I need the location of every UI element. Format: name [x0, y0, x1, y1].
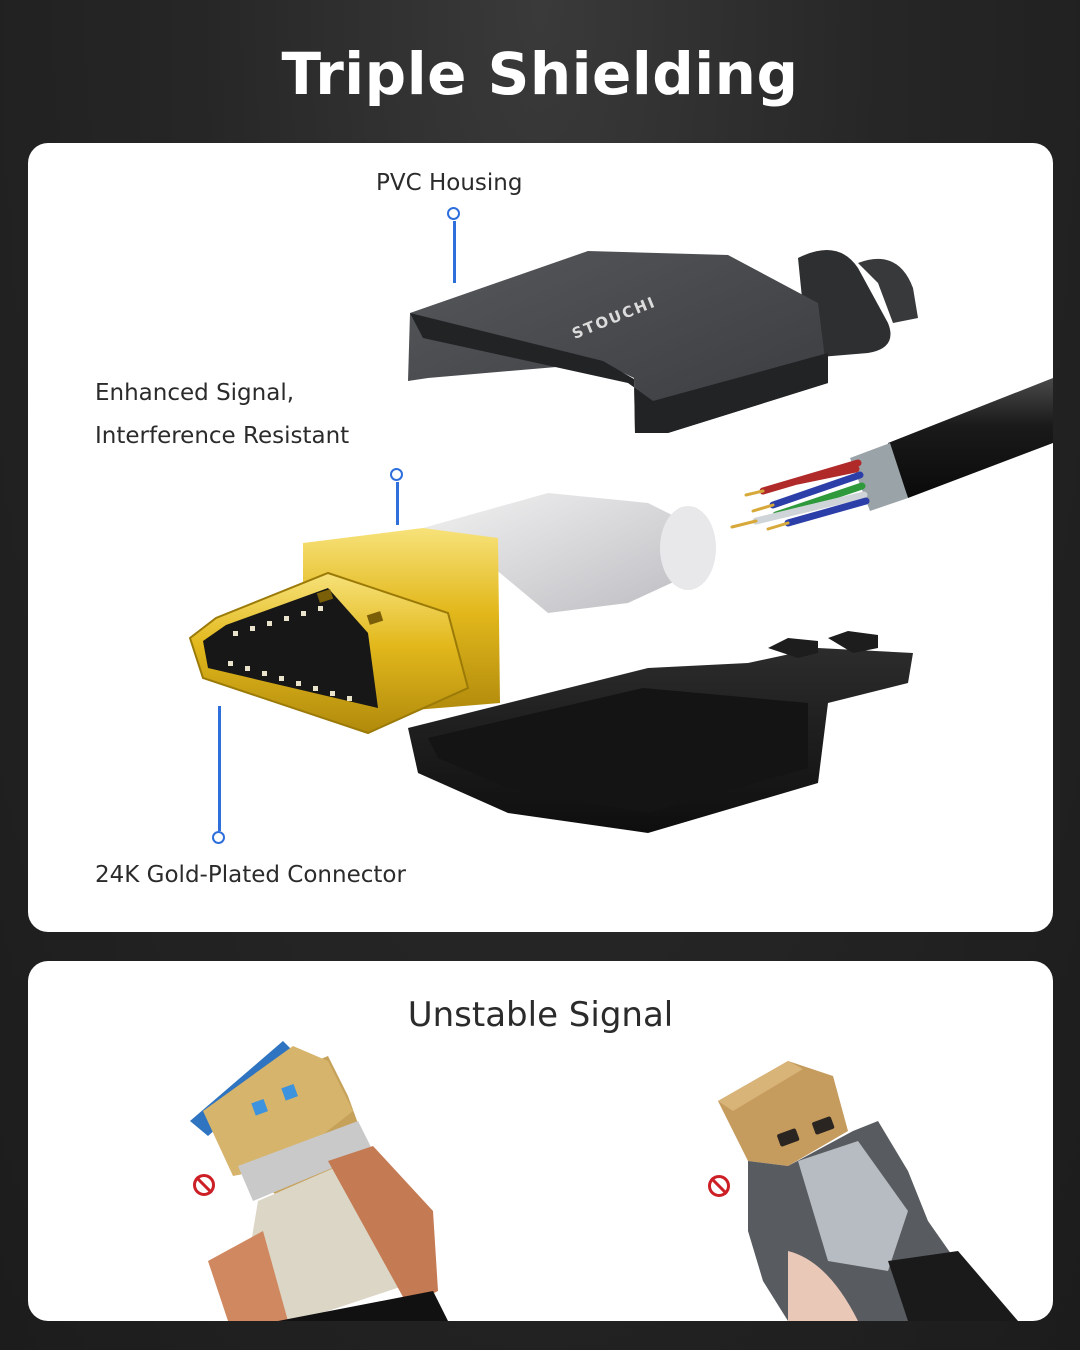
comparison-title: Unstable Signal	[407, 995, 674, 1035]
callout-dot-gold-connector	[212, 831, 225, 844]
prohibited-icon	[708, 1175, 730, 1197]
callout-line-gold-connector	[218, 706, 221, 831]
callout-dot-shielding	[390, 468, 403, 481]
callout-label-interference-resistant: Interference Resistant	[95, 423, 350, 449]
callout-label-enhanced-signal: Enhanced Signal,	[95, 380, 295, 406]
page-title: Triple Shielding	[281, 40, 799, 108]
callout-dot-pvc-housing	[447, 207, 460, 220]
callout-line-shielding	[396, 482, 399, 525]
pvc-housing-upper-illustration: STOUCHI	[188, 250, 1053, 833]
callout-label-gold-connector: 24K Gold-Plated Connector	[95, 862, 406, 888]
diagram-panel: PVC Housing Enhanced Signal, Interferenc…	[28, 143, 1053, 932]
bad-cable-photo-torn-tape	[718, 1061, 1018, 1321]
callout-line-pvc-housing	[453, 221, 456, 283]
prohibited-icon	[193, 1174, 215, 1196]
comparison-panel: Unstable Signal	[28, 961, 1053, 1321]
bad-cable-photo-copper-foil	[190, 1041, 448, 1321]
callout-label-pvc-housing: PVC Housing	[376, 170, 523, 196]
